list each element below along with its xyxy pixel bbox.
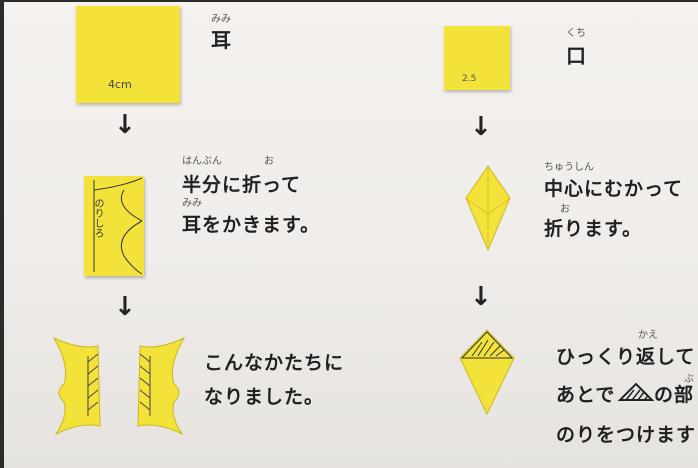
arrow-down: ↓ (114, 110, 136, 140)
ear-step2-ruby-1: はんぶん (182, 156, 222, 167)
mouth-size-label: 2.5 (462, 74, 477, 84)
mouth-flipped-piece (459, 329, 515, 416)
mouth-step2-line-1: 中心にむかって (544, 178, 684, 200)
mouth-title: 口 (566, 44, 586, 68)
ear-step3-line-2: なりました。 (204, 386, 325, 408)
mouth-step3-line-2a: あとで (556, 384, 616, 406)
ear-step2-line-2: 耳をかきます。 (182, 214, 321, 236)
mouth-step3-line-2b: の部 (654, 384, 695, 406)
arrow-down: ↓ (470, 112, 492, 142)
ear-title-ruby: みみ (211, 14, 231, 25)
ear-square-paper (76, 6, 180, 103)
mouth-step2-ruby-1: ちゅうしん (544, 162, 594, 173)
mouth-step3-line-1: ひっくり返して (556, 346, 696, 368)
ear-drawing-lines (93, 177, 143, 275)
arrow-down: ↓ (470, 282, 492, 312)
poster-board: 4cm みみ 耳 ↓ のりしろ はんぶん お 半分に折って みみ 耳をかきます。… (4, 2, 698, 468)
mouth-step2-line-2: 折ります。 (544, 218, 643, 240)
ear-step2-ruby-2: お (264, 156, 274, 167)
mouth-step3-ruby-1: かえ (638, 330, 658, 341)
mouth-square-paper (444, 26, 510, 90)
ear-title: 耳 (211, 28, 231, 52)
mouth-title-ruby: くち (566, 28, 586, 39)
mouth-step3-ruby-2: ぶ (684, 374, 694, 385)
ear-step3-line-1: こんなかたちに (204, 352, 345, 374)
ear-step2-ruby-3: みみ (182, 198, 202, 209)
mouth-step2-ruby-2: お (560, 204, 570, 215)
mouth-kite-fold (465, 165, 511, 252)
mouth-step3-line-3: のりをつけます (556, 424, 697, 446)
glue-margin-label: のりしろ (92, 198, 103, 238)
ear-cut-shape-left (52, 336, 101, 436)
arrow-down: ↓ (114, 292, 136, 322)
ear-size-label: 4cm (108, 78, 132, 91)
ear-step2-line-1: 半分に折って (182, 174, 302, 196)
triangle-icon (617, 382, 655, 401)
ear-cut-shape-right (137, 336, 186, 436)
